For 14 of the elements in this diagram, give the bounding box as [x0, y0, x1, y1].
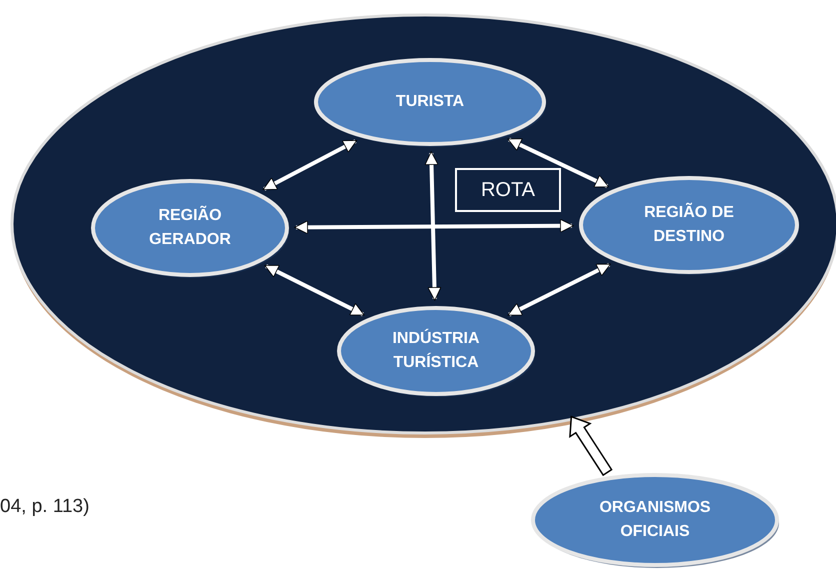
node-label: REGIÃO DE DESTINO	[643, 202, 735, 247]
double-arrow	[262, 139, 358, 191]
node-label: INDÚSTRIA TURÍSTICA	[391, 328, 481, 373]
double-arrow	[508, 262, 611, 316]
double-arrow	[264, 264, 364, 316]
double-arrow	[294, 219, 574, 234]
node-label: ORGANISMOS OFICIAIS	[598, 498, 712, 542]
citation-text: 04, p. 113)	[0, 496, 90, 518]
node-label: REGIÃO GERADOR	[148, 204, 232, 250]
node-label: TURISTA	[396, 92, 464, 112]
double-arrow	[424, 151, 442, 301]
hollow-arrow	[569, 416, 613, 476]
route-label: ROTA	[480, 178, 536, 203]
double-arrow	[508, 138, 609, 188]
